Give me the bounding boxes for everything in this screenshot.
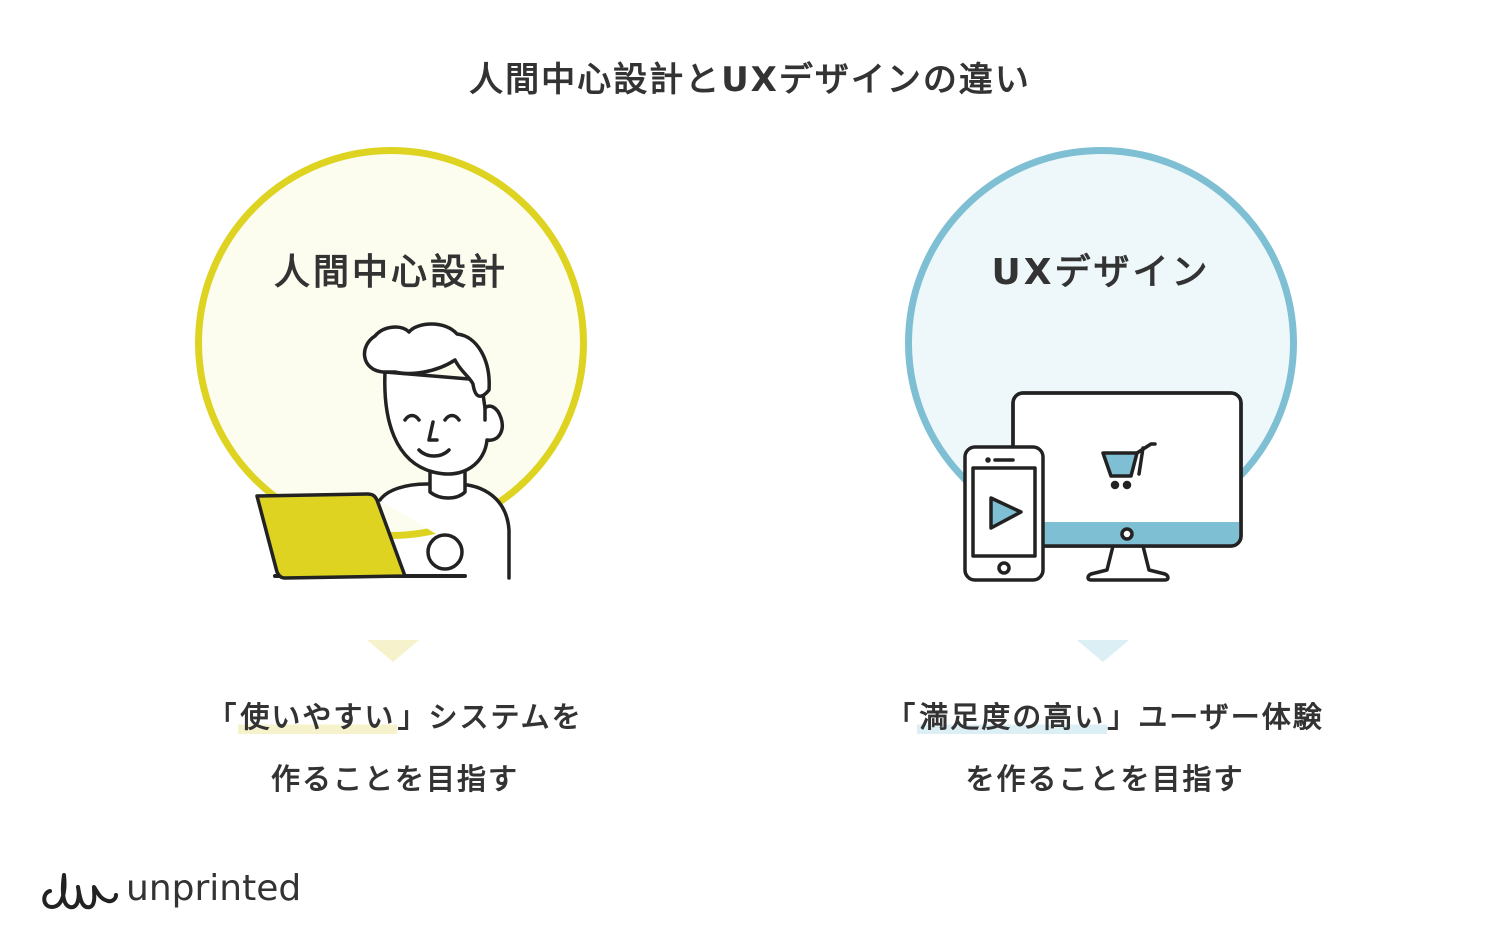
ux-design-label: UXデザイン — [991, 252, 1211, 293]
human-centered-design-description-line1: 「使いやすい」システムを — [95, 694, 695, 736]
ux-design-description-line1: 「満足度の高い」ユーザー体験 — [805, 694, 1405, 736]
unprinted-logo: unprinted — [38, 860, 301, 916]
desc-close-bracket: 」システムを — [397, 700, 583, 734]
ux-design-panel: UXデザイン 「満足度の高い」ユーザー体験 — [755, 0, 1455, 830]
person-with-laptop-icon — [255, 322, 511, 580]
human-centered-design-description-line2: 作ることを目指す — [270, 762, 519, 796]
devices-icon — [963, 391, 1243, 582]
down-arrow-icon — [1077, 640, 1129, 662]
human-centered-design-label: 人間中心設計 — [273, 252, 508, 293]
down-arrow-icon — [367, 640, 419, 662]
unprinted-logo-text: unprinted — [126, 867, 302, 909]
desc-open-bracket: 「 — [207, 700, 239, 734]
page-title: 人間中心設計とUXデザインの違い — [469, 60, 1031, 100]
desc-highlight: 満足度の高い — [917, 700, 1108, 734]
unprinted-logo-mark-icon — [42, 873, 118, 910]
ux-design-description-line2: を作ることを目指す — [965, 762, 1245, 796]
desc-open-bracket: 「 — [886, 700, 918, 734]
desc-highlight: 使いやすい — [238, 700, 398, 734]
human-centered-design-panel: 人間中心設計 「使いやすい」シ — [45, 0, 745, 830]
desc-close-bracket: 」ユーザー体験 — [1107, 700, 1324, 734]
